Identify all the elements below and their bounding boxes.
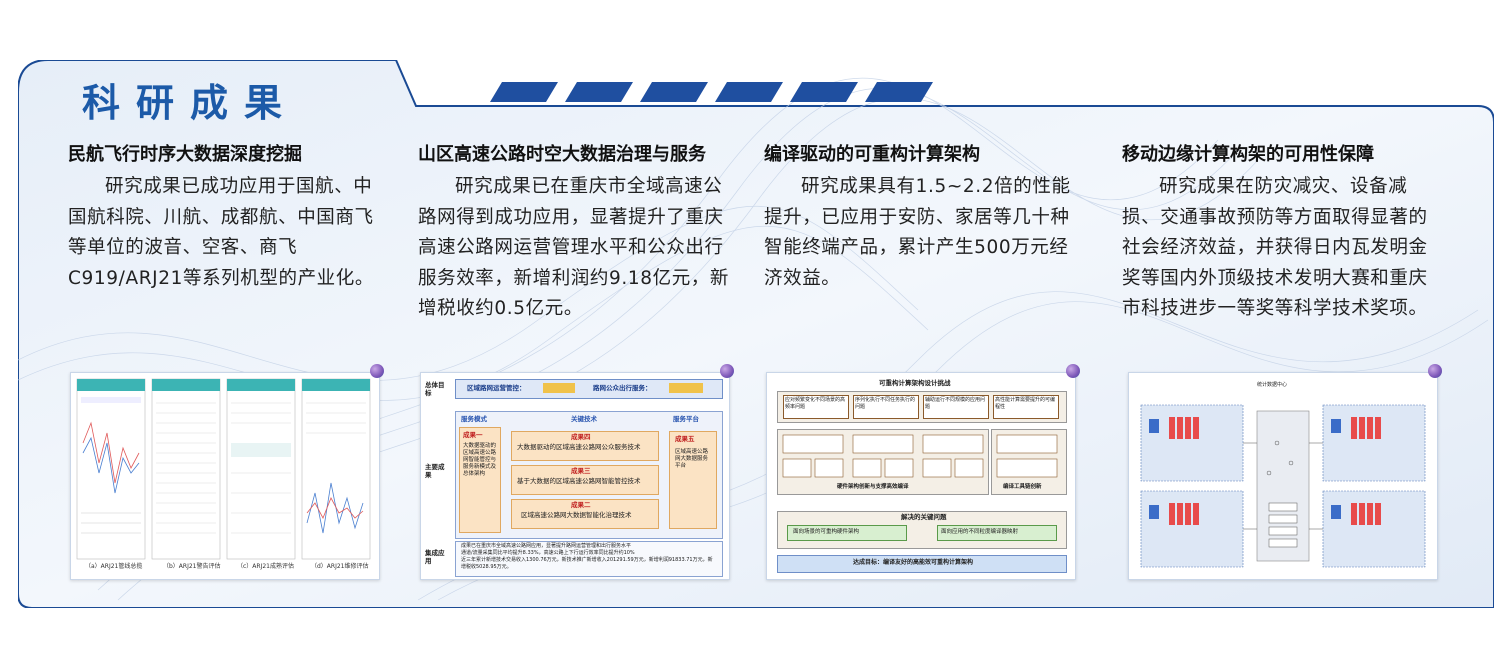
- key-item: 面向应用的不同粒度编译器映射: [941, 529, 1019, 535]
- col-header: 关键技术: [571, 415, 597, 423]
- result-body: 研究成果在防灾减灾、设备减损、交通事故预防等方面取得显著的社会经济效益，并获得日…: [1122, 176, 1428, 319]
- app-line: 近三年累计新增技术交易收入1300.76万元，新技术推广新增收入201291.5…: [461, 557, 713, 570]
- decorative-stripes: [490, 82, 933, 102]
- edge-diagram: [1140, 404, 1426, 568]
- decor-dot: [1066, 364, 1080, 378]
- result-heading: 编译驱动的可重构计算架构: [764, 144, 980, 165]
- result5-label: 成果五: [675, 435, 695, 443]
- section-title: 科研成果: [82, 81, 299, 125]
- figure-caption: （b）ARJ21警告评估: [163, 563, 221, 570]
- decor-dot: [720, 364, 734, 378]
- col-header: 服务模式: [461, 415, 487, 423]
- result2-label: 成果二: [571, 501, 591, 509]
- mid-right: 编译工具链创新: [1003, 484, 1042, 490]
- result-column-2: 山区高速公路时空大数据治理与服务 研究成果已在重庆市全域高速公路网得到成功应用，…: [418, 140, 736, 325]
- result4-label: 成果四: [571, 433, 591, 441]
- result-column-1: 民航飞行时序大数据深度挖掘 研究成果已成功应用于国航、中国航科院、川航、成都航、…: [68, 140, 386, 294]
- result2-text: 区域高速公路网大数据智能化治理技术: [521, 511, 632, 519]
- challenge: 辅助运行不同规模的应用问题: [925, 397, 986, 410]
- figure-reconfigurable-arch: 可重构计算架构设计挑战 应对频繁变化不同场景的高频率问题 序列化执行不同任务执行…: [766, 372, 1076, 580]
- app-line: 成果已在重庆市全域高速公路网应用，显著提升路网运营管理和出行服务水平: [461, 543, 632, 549]
- figure-highway-framework: 总体目标 区域路网运营管控： 路网公众出行服务： 主要成果 服务模式 关键技术 …: [420, 372, 730, 580]
- key-title: 解决的关键问题: [901, 513, 947, 521]
- row-label: 总体目标: [425, 381, 445, 397]
- challenge: 应对频繁变化不同场景的高频率问题: [785, 397, 846, 410]
- figure-caption: （a）ARJ21管线总揽: [85, 563, 143, 570]
- result5-text: 区域高速公路网大数据服务平台: [675, 449, 709, 469]
- result-heading: 移动边缘计算构架的可用性保障: [1122, 144, 1374, 165]
- result-heading: 民航飞行时序大数据深度挖掘: [68, 144, 302, 165]
- figure-edge-computing: 统计数据中心: [1128, 372, 1438, 580]
- content-panel: [18, 60, 1494, 608]
- result1-text: 大数据驱动的区域高速公路网智能管控与服务新模式及总体架构: [463, 443, 497, 477]
- mid-left: 硬件架构创新与支撑高效编译: [837, 484, 909, 490]
- figure-caption: （d）ARJ21维修评估: [311, 563, 369, 570]
- fig3-title: 可重构计算架构设计挑战: [879, 379, 951, 387]
- col-header: 服务平台: [673, 415, 699, 423]
- result-body: 研究成果已在重庆市全域高速公路网得到成功应用，显著提升了重庆高速公路网运营管理水…: [418, 176, 729, 319]
- result3-text: 基于大数据的区域高速公路网智能管控技术: [517, 477, 641, 485]
- result-body: 研究成果具有1.5~2.2倍的性能提升，已应用于安防、家居等几十种智能终端产品，…: [764, 176, 1071, 289]
- result-body: 研究成果已成功应用于国航、中国航科院、川航、成都航、中国商飞等单位的波音、空客、…: [68, 176, 374, 289]
- key-item: 面向场景的可重构硬件架构: [793, 529, 860, 535]
- fig4-top-label: 统计数据中心: [1257, 382, 1288, 388]
- result4-text: 大数据驱动的区域高速公路网公众服务技术: [517, 443, 641, 451]
- row-label: 集成应用: [425, 549, 445, 565]
- goal-b: 路网公众出行服务：: [593, 384, 652, 392]
- result-heading: 山区高速公路时空大数据治理与服务: [418, 144, 706, 165]
- figure-arj21-screens: （a）ARJ21管线总揽 （b）ARJ21警告评估 （c）ARJ21成熟评估 （…: [70, 372, 380, 580]
- decor-dot: [1428, 364, 1442, 378]
- arch-blocks: [782, 434, 1058, 478]
- figure-caption: （c）ARJ21成熟评估: [237, 563, 294, 570]
- result1-label: 成果一: [463, 431, 483, 439]
- challenge: 高性能计算需要提升的可编程性: [995, 397, 1056, 410]
- goal-a: 区域路网运营管控：: [467, 384, 526, 392]
- result3-label: 成果三: [571, 467, 591, 475]
- arj21-phone-screens: [76, 378, 371, 560]
- decor-dot: [370, 364, 384, 378]
- panel-frame: [18, 60, 1494, 608]
- row-label: 主要成果: [425, 463, 445, 479]
- challenge: 序列化执行不同任务执行的问题: [855, 397, 916, 410]
- result-column-4: 移动边缘计算构架的可用性保障 研究成果在防灾减灾、设备减损、交通事故预防等方面取…: [1122, 140, 1440, 325]
- app-line: 通道/流量采集同比平均提升8.33%，高速公路上下行运行效率同比提升约10%: [461, 550, 635, 556]
- result-column-3: 编译驱动的可重构计算架构 研究成果具有1.5~2.2倍的性能提升，已应用于安防、…: [764, 140, 1082, 294]
- fig3-goal: 达成目标：编译友好的高能效可重构计算架构: [853, 559, 974, 566]
